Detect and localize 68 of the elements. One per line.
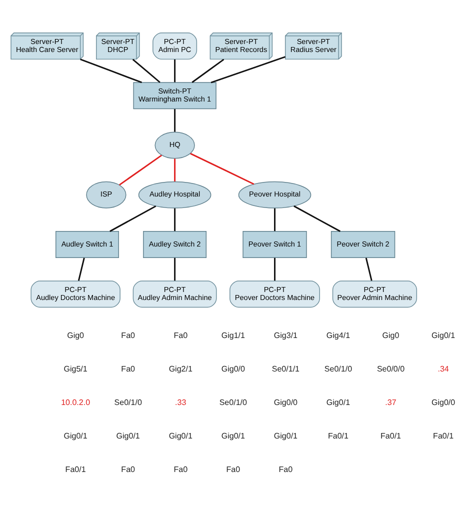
label: Gig3/1 [274,330,298,340]
label: Gig0/1 [116,430,140,440]
label: Fa0 [121,464,136,474]
node-ellipse: Peover Hospital [238,180,312,208]
label: Fa0/1 [433,430,454,440]
label: Se0/1/0 [114,397,142,406]
node-box: Peover Switch 2 [330,230,396,258]
label: Gig2/1 [168,364,192,373]
connector [80,58,142,83]
connector [174,257,176,280]
label: Fa0/1 [65,464,86,474]
label: Fa0 [121,364,136,373]
connector [274,208,276,231]
label: Se0/1/0 [324,364,352,373]
label: Fa0 [226,464,240,474]
node-box: PC-PT Peover Admin Machine [332,280,418,308]
label: Fa0/1 [380,430,402,440]
label: Gig0/1 [64,430,88,440]
label: Gig0 [67,330,84,340]
label: Fa0 [174,464,188,474]
label: Fa0/1 [328,430,348,440]
label: Gig1/1 [221,330,245,340]
label: Gig0/1 [326,397,350,406]
node-box: Peover Switch 1 [242,230,307,258]
node-box: PC-PT Audley Doctors Machine [30,280,120,308]
connector [78,257,85,280]
label: Se0/0/0 [376,364,405,373]
connector [190,152,254,184]
label: Gig0/1 [168,430,192,440]
connector [118,154,162,185]
node-ellipse: ISP [86,180,126,208]
label: Gig4/1 [326,330,350,340]
connector [174,158,176,181]
label: Gig0/0 [221,364,245,373]
node-box: Switch-PT Warmingham Switch 1 [133,82,216,109]
connector [110,204,156,232]
label: Fa0 [278,464,293,474]
connector [174,108,176,132]
label: Gig0/1 [431,330,456,340]
connector [132,58,160,82]
label: Gig5/1 [64,364,88,373]
label: .33 [175,397,186,406]
label: Gig0/0 [274,397,298,406]
label: Gig0/0 [431,397,456,406]
connector [294,204,341,232]
label: Se0/1/0 [219,397,247,406]
label: 10.0.2.0 [61,397,90,406]
label: Se0/1/1 [272,364,300,373]
label: .37 [385,397,396,406]
label: Gig0/1 [274,430,298,440]
connector [210,56,286,83]
node-box: Audley Switch 2 [143,230,207,258]
connector [365,257,372,280]
connector [192,58,224,82]
label: Gig0/1 [221,430,245,440]
node-ellipse: Audley Hospital [138,180,212,208]
label: Fa0 [121,330,136,340]
label: .34 [438,364,449,373]
node-box: PC-PT Peover Doctors Machine [230,280,320,308]
connector [274,257,276,280]
label: Fa0 [174,330,188,340]
node-box: Audley Switch 1 [56,230,119,258]
label: Gig0 [382,330,400,340]
node-ellipse: HQ [154,131,195,158]
connector [174,208,176,231]
node-box: PC-PT Audley Admin Machine [132,280,217,308]
node-box: PC-PT Admin PC [152,32,198,60]
connector [174,58,176,82]
